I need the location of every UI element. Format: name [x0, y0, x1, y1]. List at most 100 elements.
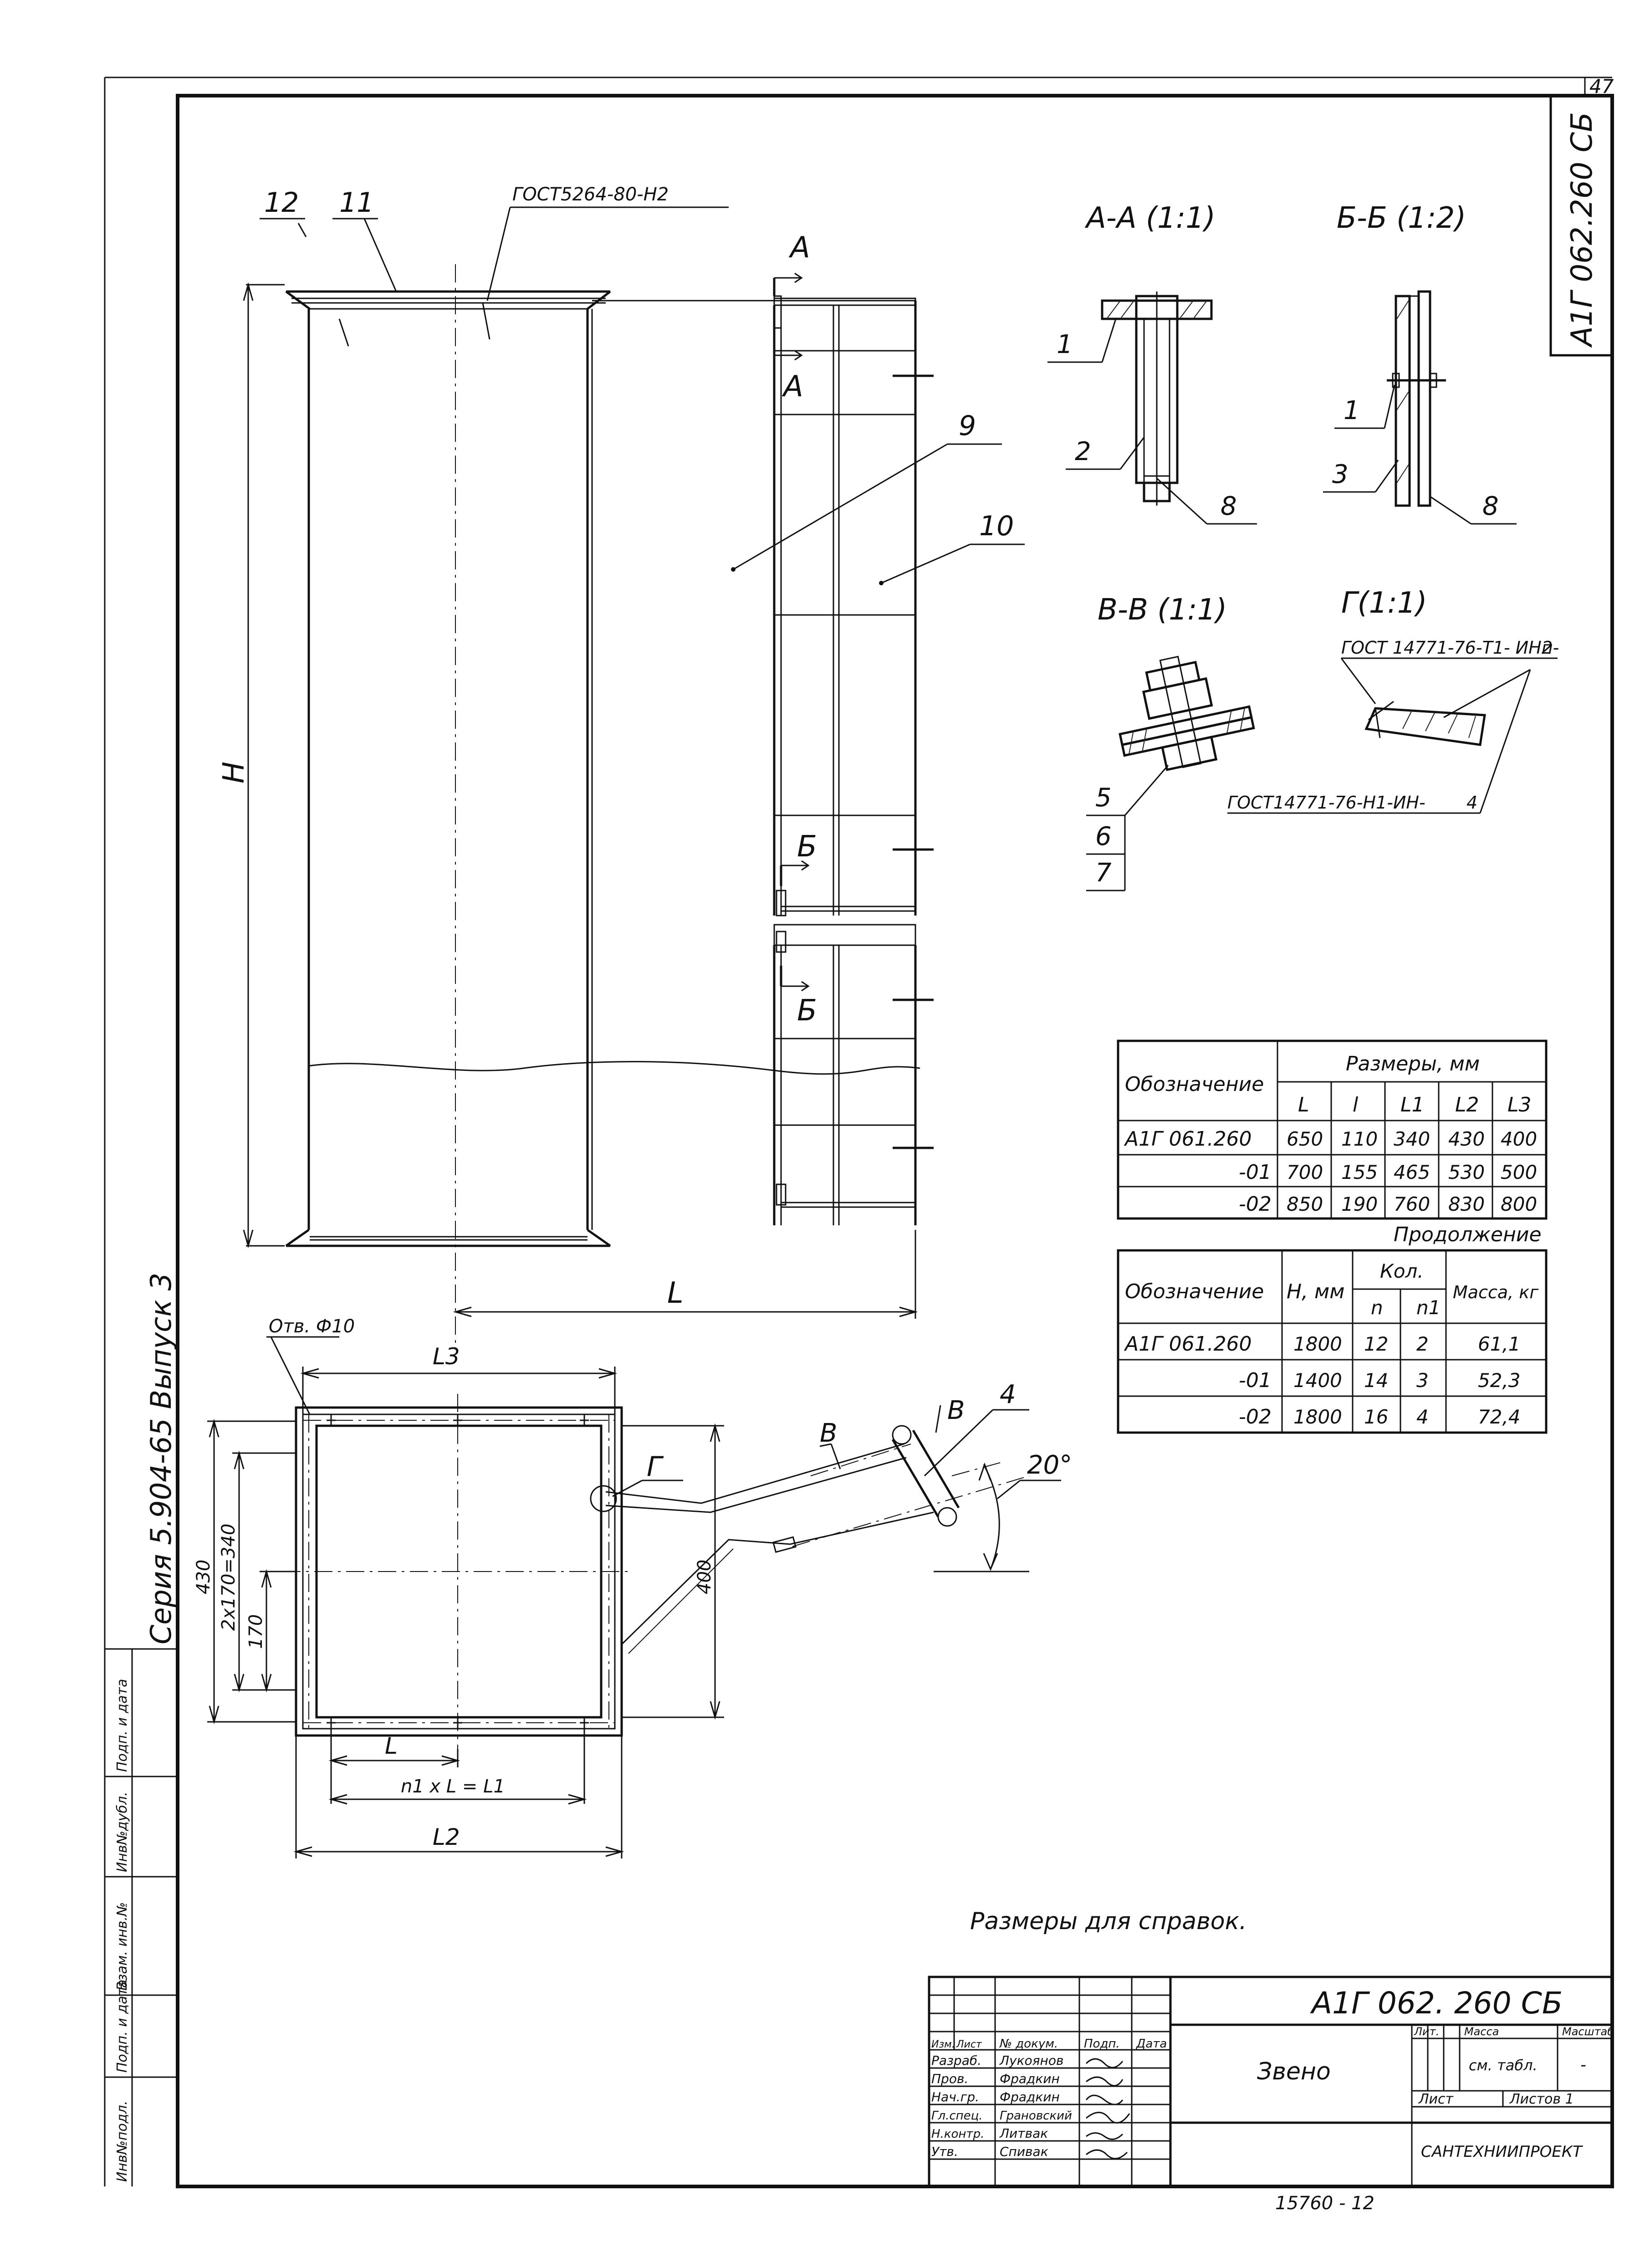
tb-name-4: Литвак	[999, 2126, 1048, 2141]
gost-g2-label: ГОСТ14771-76-Н1-ИН-	[1227, 793, 1425, 813]
tb-scale-value: см. табл.	[1469, 2057, 1538, 2074]
t1-r2-name: -02	[1239, 1193, 1272, 1216]
main-elevation-view: А А Б Б Н L 12 11 ГОСТ5264-80-Н2	[217, 184, 1025, 1344]
t2-r1-mass: 52,3	[1478, 1369, 1521, 1392]
t2-head-h: Н, мм	[1287, 1280, 1344, 1303]
dim-170: 170	[245, 1614, 266, 1649]
tb-head-sign: Подп.	[1084, 2037, 1120, 2051]
t2-r2-h: 1800	[1293, 1406, 1342, 1428]
tb-sheets: Листов 1	[1509, 2091, 1574, 2107]
vv-callout-7: 7	[1095, 858, 1112, 888]
callout-4: 4	[1000, 1380, 1016, 1409]
t2-head-mass: Масса, кг	[1453, 1282, 1539, 1302]
section-b-b-title: Б-Б (1:2)	[1337, 201, 1466, 235]
side-stamp-2: Подп. и дата	[114, 1980, 130, 2073]
t1-r0-l: 110	[1341, 1128, 1378, 1150]
section-a-a-title: А-А (1:1)	[1084, 201, 1216, 235]
side-stamp-4: Инв№дубл.	[114, 1792, 130, 1872]
gost-g1-label: ГОСТ 14771-76-Т1- ИНп-	[1341, 638, 1559, 658]
t1-r0-L1: 340	[1394, 1128, 1430, 1150]
section-a-a: А-А (1:1) 1 2 8	[1047, 201, 1257, 525]
dim-2x170: 2х170=340	[218, 1524, 239, 1631]
tb-head-izm: Изм.	[931, 2039, 955, 2050]
section-mark-b-top: Б	[797, 830, 817, 864]
t1-r0-name: А1Г 061.260	[1124, 1127, 1252, 1151]
section-mark-a-top: А	[788, 231, 810, 265]
bb-callout-8: 8	[1482, 491, 1499, 521]
t2-r2-n1: 4	[1416, 1406, 1429, 1428]
tb-name: Звено	[1257, 2058, 1331, 2085]
dim-l-small: L	[385, 1733, 398, 1759]
dim-n1l: n1 x L = L1	[401, 1776, 505, 1797]
t2-r0-h: 1800	[1293, 1333, 1342, 1355]
t2-r1-name: -01	[1239, 1369, 1272, 1392]
side-stamp-3: Взам. инв.№	[114, 1902, 130, 1991]
section-mark-v-right: В	[947, 1396, 965, 1425]
callout-10: 10	[979, 510, 1014, 542]
doc-code-box: А1Г 062.260 СБ	[1549, 94, 1614, 357]
t2-r1-n1: 3	[1416, 1369, 1429, 1392]
plan-bolts	[327, 1414, 589, 1729]
tb-role-0: Разраб.	[931, 2053, 981, 2068]
t1-col-l: l	[1353, 1093, 1359, 1116]
tb-lit: Лит.	[1414, 2025, 1439, 2038]
t2-r1-n: 14	[1364, 1369, 1388, 1392]
t1-col-l1: L1	[1400, 1093, 1425, 1116]
vv-callout-5: 5	[1095, 783, 1112, 813]
section-v-v: В-В (1:1) 5 6 7	[1086, 593, 1255, 891]
t1-r0-L2: 430	[1448, 1128, 1485, 1150]
tb-scale: Масштаб	[1562, 2025, 1614, 2038]
tb-code: А1Г 062. 260 СБ	[1310, 1986, 1563, 2021]
bb-callout-1: 1	[1344, 396, 1360, 425]
side-stamp: Инв№подл. Подп. и дата Взам. инв.№ Инв№д…	[105, 1273, 178, 2186]
t1-head-designation: Обозначение	[1125, 1073, 1264, 1096]
doc-code-vertical: А1Г 062.260 СБ	[1565, 112, 1599, 348]
mass-table: Продолжение Обозначение Н, мм Кол. n n1 …	[1117, 1223, 1548, 1434]
t1-r1-L3: 500	[1501, 1161, 1537, 1183]
dim-l2: L2	[433, 1824, 460, 1850]
tb-sheet: Лист	[1418, 2091, 1454, 2107]
section-mark-g: Г	[647, 1451, 664, 1483]
hole-label: Отв. Ф10	[269, 1316, 355, 1337]
dim-h: Н	[217, 762, 251, 783]
aa-callout-2: 2	[1075, 437, 1091, 466]
t1-r0-L3: 400	[1501, 1128, 1537, 1150]
gost-g1-weld: 2	[1542, 638, 1553, 658]
t1-r2-l: 190	[1341, 1193, 1378, 1215]
tb-role-1: Пров.	[931, 2071, 968, 2086]
bb-callout-3: 3	[1332, 460, 1349, 489]
t1-col-l-big: L	[1298, 1093, 1309, 1116]
reference-note: Размеры для справок.	[970, 1908, 1247, 1935]
t2-head-designation: Обозначение	[1125, 1280, 1264, 1303]
dim-l3: L3	[433, 1343, 460, 1370]
tb-head-list: Лист	[956, 2039, 982, 2050]
t1-r0-L: 650	[1287, 1128, 1323, 1150]
title-block: А1Г 062. 260 СБ Звено Лит. Масса Масштаб…	[928, 1976, 1614, 2188]
t2-r2-n: 16	[1364, 1406, 1388, 1428]
t1-r2-L3: 800	[1501, 1193, 1537, 1215]
bottom-stamp: 15760 - 12	[1275, 2193, 1374, 2214]
t1-r2-L1: 760	[1394, 1193, 1430, 1215]
vv-callout-6: 6	[1095, 822, 1112, 851]
tb-head-doc: № докум.	[999, 2037, 1058, 2051]
angle-label: 20°	[1027, 1450, 1072, 1480]
gost-top-label: ГОСТ5264-80-Н2	[512, 184, 669, 205]
side-stamp-5: Подп. и дата	[114, 1679, 130, 1772]
tb-head-date: Дата	[1136, 2037, 1167, 2051]
aa-callout-1: 1	[1057, 330, 1073, 359]
t2-r1-h: 1400	[1293, 1369, 1342, 1392]
t1-r1-L: 700	[1287, 1161, 1323, 1183]
dimension-table: Обозначение Размеры, мм L l L1 L2 L3 А1Г…	[1117, 1039, 1548, 1220]
tb-name-3: Грановский	[1000, 2109, 1072, 2123]
tb-name-2: Фрадкин	[1000, 2089, 1060, 2104]
section-b-b: Б-Б (1:2) 1 3 8	[1323, 201, 1517, 525]
t1-col-l3: L3	[1507, 1093, 1532, 1116]
callout-12: 12	[264, 187, 299, 219]
t2-head-qty: Кол.	[1380, 1260, 1424, 1282]
tb-name-1: Фрадкин	[1000, 2071, 1060, 2086]
t2-r0-n1: 2	[1416, 1333, 1429, 1355]
section-g-title: Г(1:1)	[1341, 586, 1427, 620]
dim-430: 430	[193, 1560, 214, 1594]
t2-head-n1: n1	[1416, 1296, 1441, 1319]
